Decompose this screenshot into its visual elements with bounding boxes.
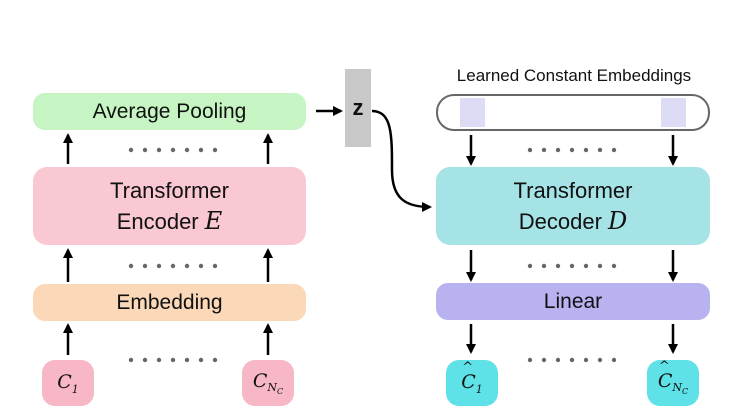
output-token-last: CNC <box>647 359 699 406</box>
average-pooling-label: Average Pooling <box>92 99 247 123</box>
output-token-first: C1 <box>446 360 498 406</box>
ellipsis-encoder-inputs <box>128 357 218 363</box>
transformer-decoder-line2: Decoder D <box>518 206 628 235</box>
latent-z-block: z <box>345 69 371 147</box>
linear-block: Linear <box>436 283 710 320</box>
transformer-decoder-block: Transformer Decoder D <box>436 167 710 245</box>
input-token-last: CNC <box>242 360 294 406</box>
embedding-label: Embedding <box>116 290 223 314</box>
ellipsis-encoder-top <box>128 147 218 153</box>
average-pooling-block: Average Pooling <box>33 93 306 130</box>
linear-label: Linear <box>543 289 603 313</box>
constant-slot-last <box>661 98 686 127</box>
encoder-symbol: E <box>204 206 223 235</box>
input-token-first: C1 <box>42 360 94 406</box>
learned-constant-embeddings <box>436 94 710 131</box>
latent-z-label: z <box>352 95 364 120</box>
transformer-decoder-line1: Transformer <box>513 177 633 203</box>
ellipsis-decoder-top <box>527 147 617 153</box>
ellipsis-encoder-mid <box>128 263 218 269</box>
ellipsis-decoder-mid <box>527 263 617 269</box>
embedding-block: Embedding <box>33 284 306 321</box>
decoder-symbol: D <box>608 206 628 235</box>
transformer-encoder-block: Transformer Encoder E <box>33 167 306 245</box>
constant-slot-first <box>460 98 485 127</box>
arrow-latent-to-decoder <box>371 109 432 212</box>
transformer-encoder-line2: Encoder E <box>116 206 223 235</box>
transformer-encoder-line1: Transformer <box>110 177 229 203</box>
ellipsis-decoder-outputs <box>527 357 617 363</box>
constants-title: Learned Constant Embeddings <box>456 66 692 85</box>
